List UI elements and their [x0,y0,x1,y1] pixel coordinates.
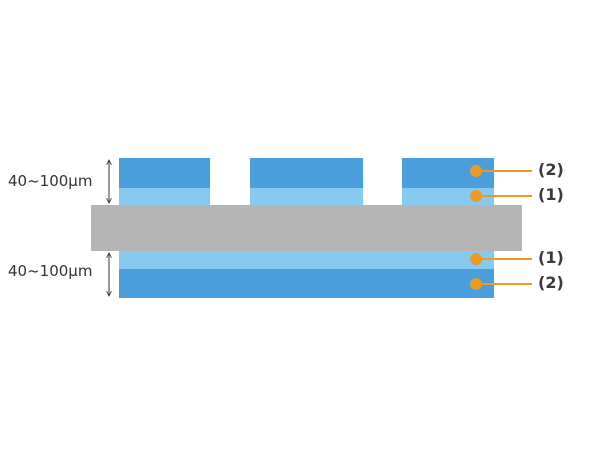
callout-bottom-outer [470,278,532,290]
bottom-layer-1 [119,251,494,269]
callout-label-bottom-outer: (2) [538,273,564,292]
callout-label-top-outer: (2) [538,160,564,179]
callout-label-top-inner: (1) [538,185,564,204]
callout-dot [470,165,482,177]
callout-dot [470,253,482,265]
callout-bottom-inner [470,253,532,265]
top-pad-1-layer-1 [119,188,210,205]
bottom-thickness-label: 40~100µm [8,262,93,280]
callout-top-inner [470,190,532,202]
callout-dot [470,278,482,290]
callout-top-outer [470,165,532,177]
top-pad-2-layer-1 [250,188,363,205]
callout-dot [470,190,482,202]
bottom-layer-2 [119,269,494,298]
top-pad-1-layer-2 [119,158,210,188]
top-thickness-label: 40~100µm [8,172,93,190]
core-substrate [91,205,522,251]
callout-label-bottom-inner: (1) [538,248,564,267]
top-pad-2-layer-2 [250,158,363,188]
top-pad-3-layer-1 [402,188,494,205]
